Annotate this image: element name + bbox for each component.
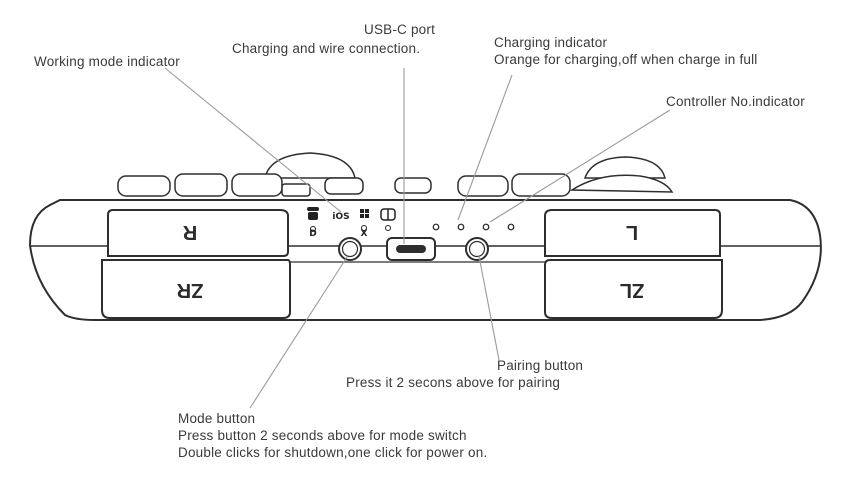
pairing-button[interactable]	[465, 237, 489, 261]
controller-no-label: Controller No.indicator	[666, 94, 805, 109]
mode-icons: D iOS X	[307, 207, 396, 239]
mode-desc-2: Double clicks for shutdown,one click for…	[178, 445, 488, 460]
android-icon	[307, 207, 319, 232]
switch-icon	[380, 208, 396, 231]
r-button	[107, 209, 289, 257]
top-button-2	[174, 173, 228, 197]
top-controls	[117, 152, 674, 197]
led-3	[482, 223, 490, 231]
zr-button	[101, 259, 291, 319]
top-button-1	[117, 175, 171, 197]
leader-pairing	[478, 255, 500, 361]
r-button-label: R	[182, 221, 197, 243]
led-2	[457, 223, 465, 231]
l-button	[544, 209, 721, 257]
right-thumbstick-cap	[264, 152, 356, 179]
charging-desc: Orange for charging,off when charge in f…	[494, 52, 758, 67]
left-thumbstick-cap	[583, 156, 666, 179]
leader-mode	[249, 256, 348, 409]
top-button-6	[457, 175, 509, 197]
leader-controller-no	[489, 109, 671, 223]
windows-icon	[360, 209, 369, 231]
top-button-8	[569, 174, 674, 193]
top-button-7	[511, 173, 571, 197]
leader-working-mode	[164, 67, 342, 213]
working-mode-label: Working mode indicator	[34, 54, 180, 69]
usb-desc: Charging and wire connection.	[232, 41, 421, 56]
pairing-title: Pairing button	[497, 358, 584, 373]
led-4	[507, 223, 515, 231]
zl-button	[544, 259, 723, 319]
controller-no-leds	[432, 223, 515, 231]
leader-lines	[164, 67, 671, 409]
top-button-4	[324, 177, 364, 195]
pairing-desc: Press it 2 secons above for pairing	[346, 375, 561, 390]
mode-desc-1: Press button 2 seconds above for mode sw…	[178, 428, 467, 443]
android-sub-label: D	[309, 229, 316, 239]
zl-button-label: ZL	[620, 279, 644, 301]
mode-title: Mode button	[178, 411, 256, 426]
ios-label: iOS	[332, 212, 349, 222]
mode-button[interactable]	[338, 237, 362, 261]
led-1	[432, 223, 440, 231]
zr-button-label: ZR	[176, 279, 203, 301]
windows-sub-label: X	[361, 229, 368, 239]
leader-charging	[457, 74, 513, 221]
l-button-label: L	[626, 221, 638, 243]
top-button-small	[281, 183, 311, 197]
usb-c-port[interactable]	[386, 237, 436, 261]
usb-title: USB-C port	[364, 22, 436, 37]
charging-title: Charging indicator	[494, 35, 608, 50]
top-button-3	[231, 173, 283, 197]
top-button-5	[394, 177, 432, 194]
